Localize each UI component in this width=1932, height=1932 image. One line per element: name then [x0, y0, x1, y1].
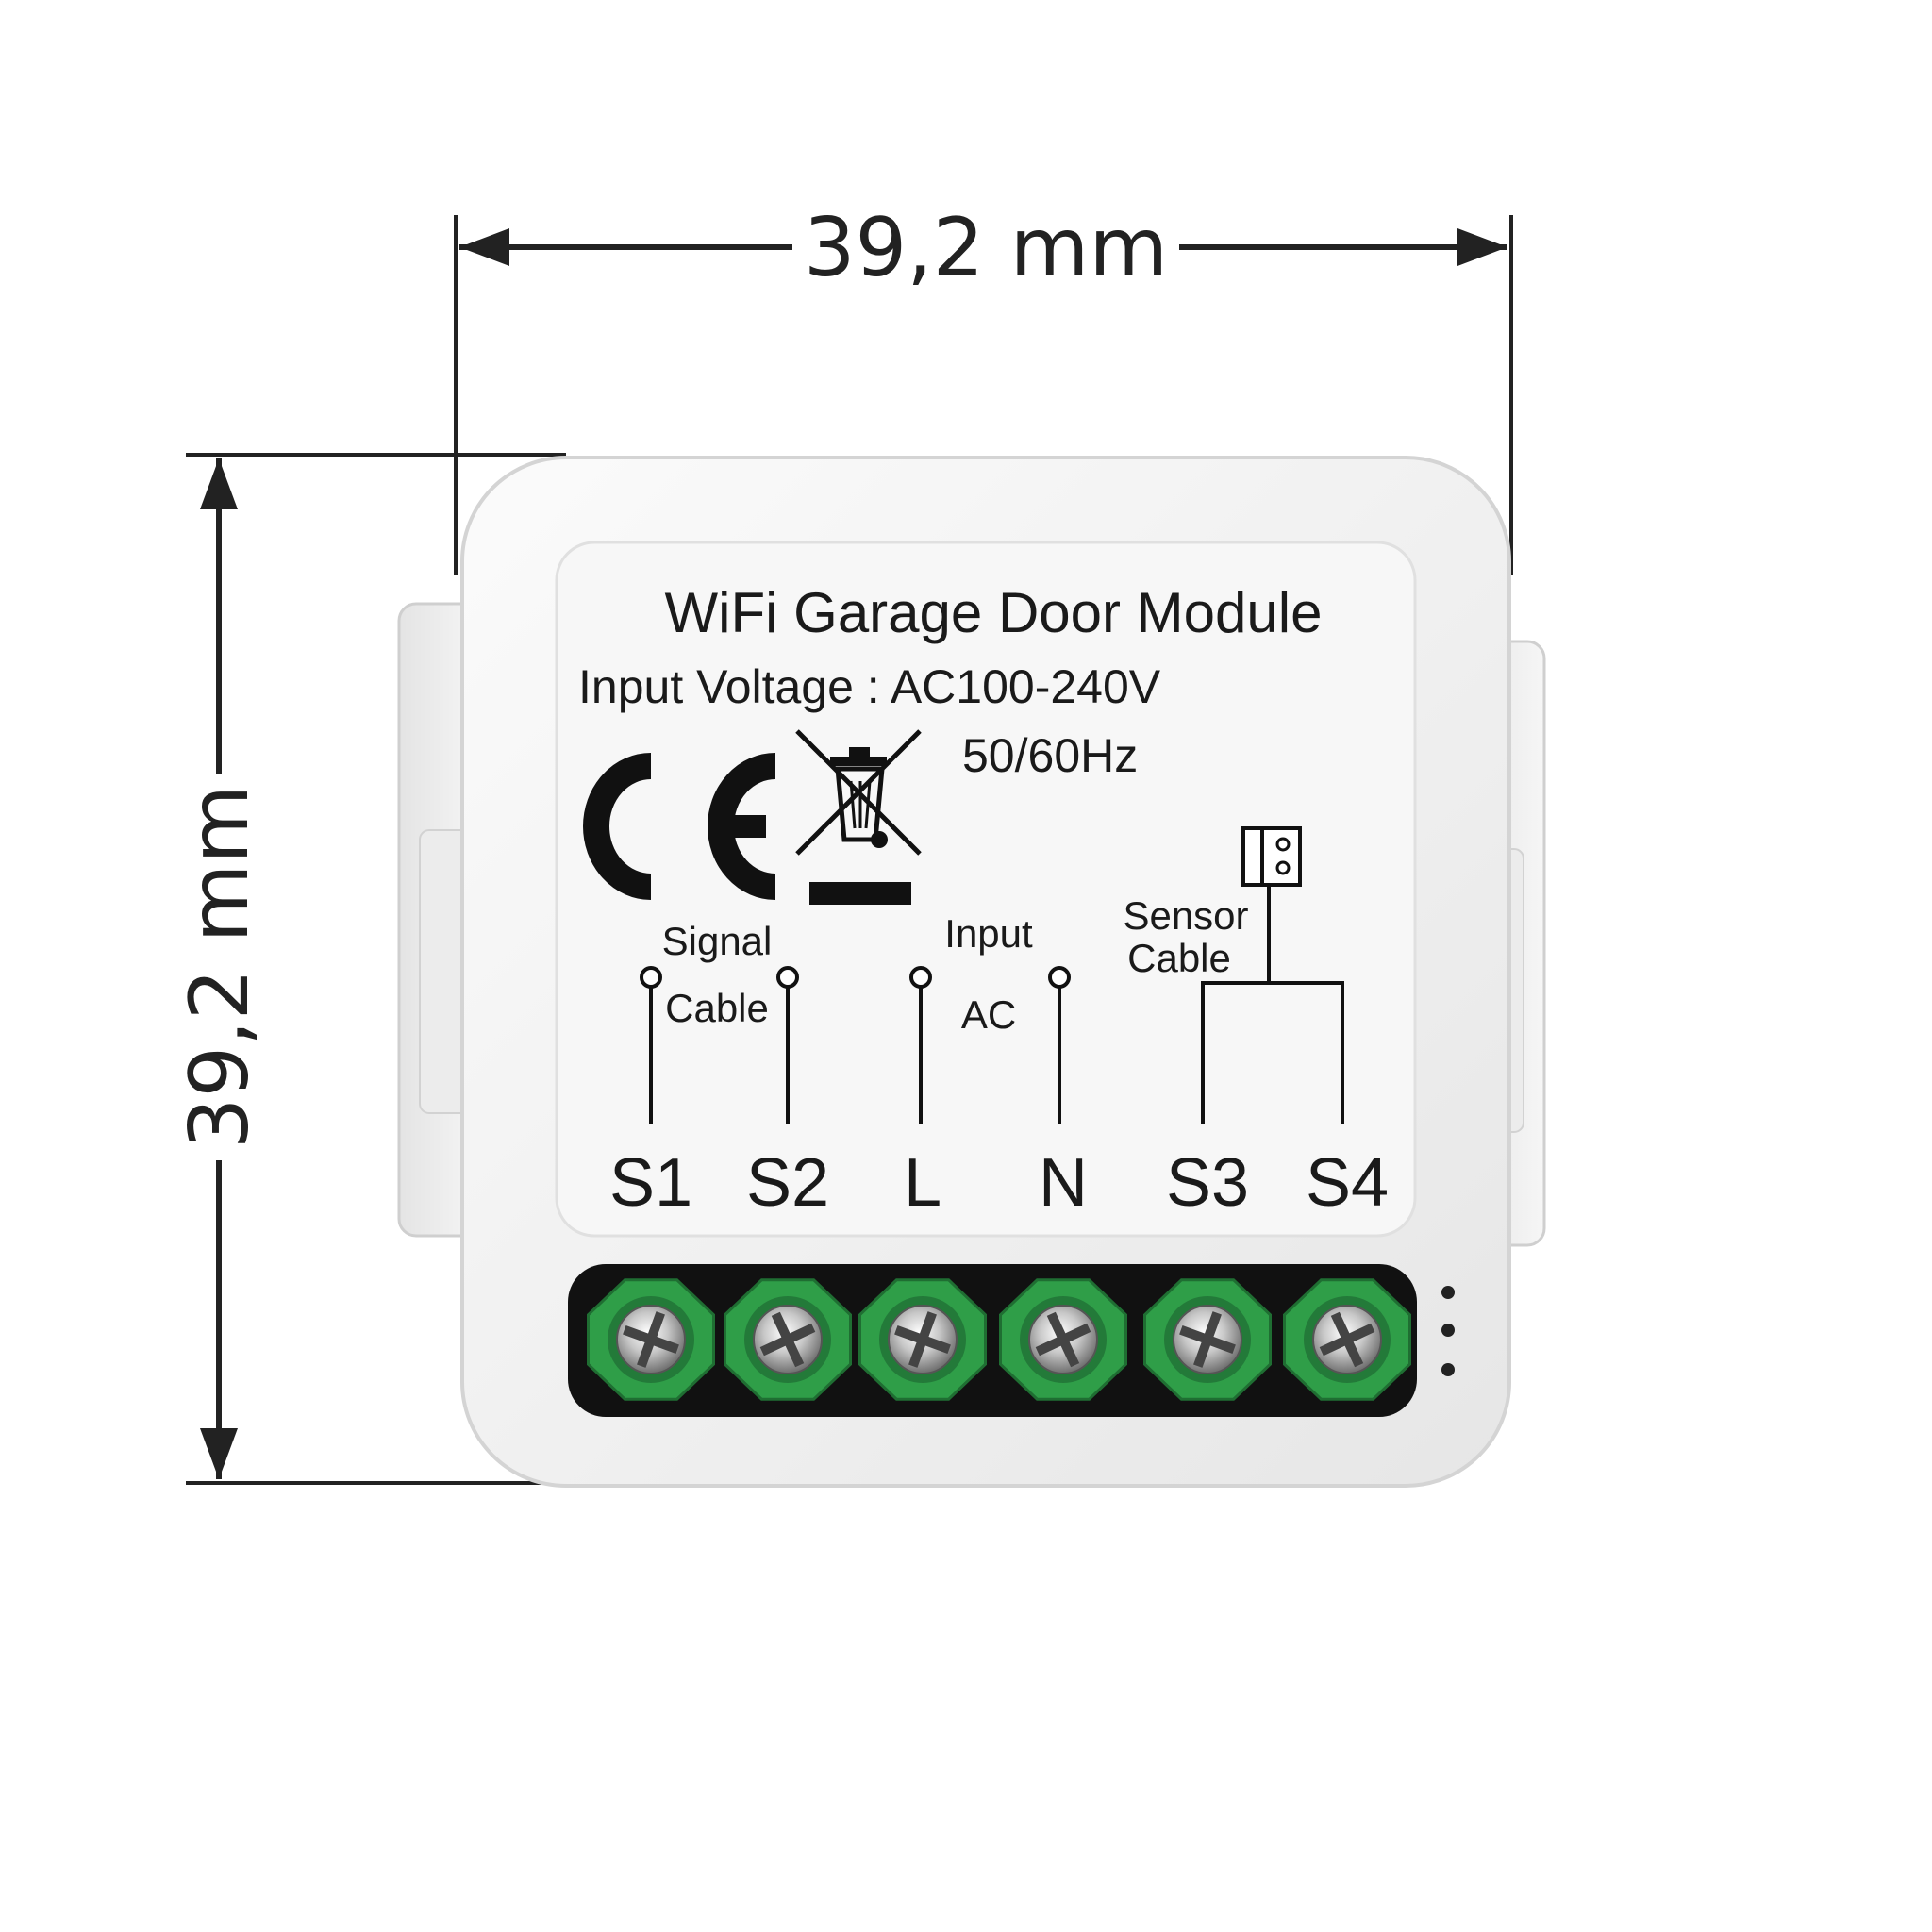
sensor-cable-label: Cable	[1127, 936, 1231, 980]
weee-crossed-bin-icon	[795, 729, 922, 905]
signal-cable-label: Cable	[665, 986, 769, 1030]
input-voltage-label: Input Voltage : AC100-240V	[578, 660, 1161, 713]
width-label: 39,2 mm	[804, 201, 1168, 295]
terminal-s2-label: S2	[746, 1145, 829, 1221]
frequency-label: 50/60Hz	[962, 729, 1138, 782]
ce-mark-icon	[583, 753, 776, 900]
sensor-label: Sensor	[1123, 893, 1248, 938]
height-dimension: 39,2 mm	[173, 453, 566, 1485]
terminal-l-label: L	[904, 1145, 941, 1221]
terminal-screw-s2	[724, 1278, 852, 1401]
terminal-block	[568, 1264, 1417, 1417]
terminal-n-label: N	[1039, 1145, 1088, 1221]
terminal-leads	[640, 966, 1071, 1124]
input-ac-label: AC	[961, 992, 1016, 1037]
signal-label: Signal	[662, 919, 773, 963]
terminal-screw-n	[999, 1278, 1127, 1401]
terminal-screw-s3	[1143, 1278, 1272, 1401]
input-label: Input	[944, 911, 1033, 956]
width-dimension: 39,2 mm	[454, 201, 1513, 575]
terminal-s1-label: S1	[609, 1145, 692, 1221]
sensor-connector-icon	[1201, 826, 1344, 1124]
module-title: WiFi Garage Door Module	[665, 581, 1323, 644]
terminal-screw-l	[858, 1278, 987, 1401]
status-led-dots	[1441, 1286, 1455, 1376]
terminal-s3-label: S3	[1166, 1145, 1249, 1221]
terminal-s4-label: S4	[1306, 1145, 1389, 1221]
terminal-screw-s1	[587, 1278, 715, 1401]
terminal-screw-s4	[1283, 1278, 1411, 1401]
height-label: 39,2 mm	[173, 785, 267, 1149]
module-housing	[460, 456, 1511, 1488]
